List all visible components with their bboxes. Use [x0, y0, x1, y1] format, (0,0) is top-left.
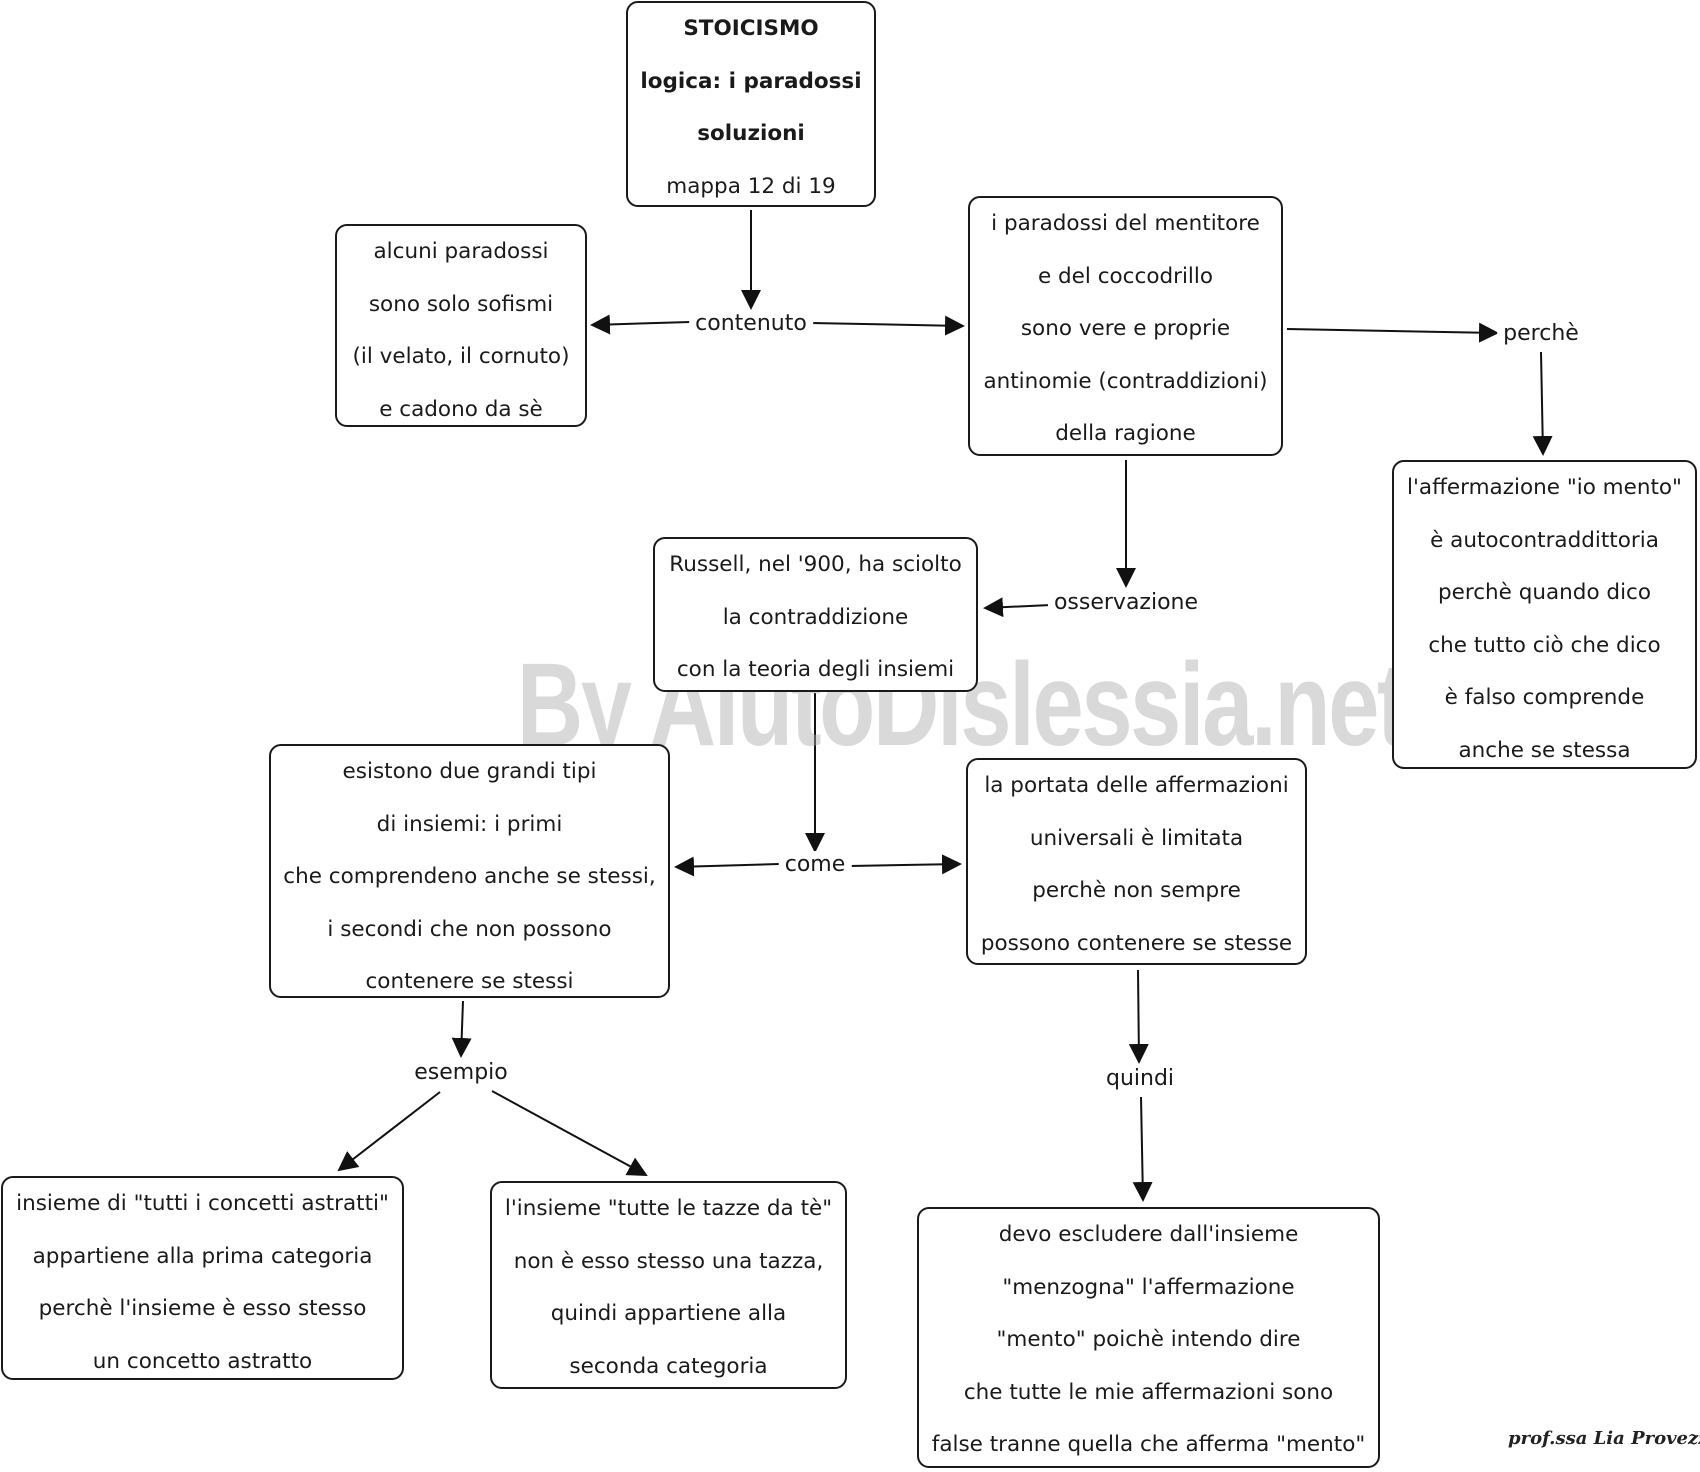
node-text: con la teoria degli insiemi: [676, 657, 955, 682]
arrow-quindi-to-menzogna: [1132, 1096, 1153, 1202]
link-label-come: come: [778, 851, 852, 879]
node-sofismi: alcuni paradossi sono solo sofismi (il v…: [335, 224, 587, 427]
node-text: antinomie (contraddizioni): [983, 368, 1268, 394]
title-box: STOICISMO logica: i paradossi soluzioni …: [626, 1, 876, 207]
node-text: perchè l'insieme è esso stesso: [38, 1296, 367, 1321]
node-antinomie: i paradossi del mentitore e del coccodri…: [968, 196, 1283, 456]
node-text: "menzogna" l'affermazione: [1002, 1274, 1295, 1300]
title-subtopic: soluzioni: [697, 121, 805, 146]
link-label-esempio: esempio: [408, 1059, 514, 1087]
arrow-contenuto-to-sofismi: [590, 314, 691, 335]
link-label-perche: perchè: [1497, 320, 1585, 348]
node-text: la contraddizione: [722, 604, 909, 630]
node-text: seconda categoria: [569, 1353, 768, 1379]
title-topic: logica: i paradossi: [640, 68, 862, 94]
node-text: possono contenere se stesse: [980, 930, 1293, 956]
node-russell: Russell, nel '900, ha sciolto la contrad…: [653, 537, 978, 692]
node-text: false tranne quella che afferma "mento": [931, 1432, 1366, 1457]
node-text: "mento" poichè intendo dire: [996, 1327, 1301, 1352]
node-text: e cadono da sè: [379, 396, 543, 422]
node-text: e del coccodrillo: [1037, 263, 1214, 289]
node-text: insieme di "tutti i concetti astratti": [16, 1191, 389, 1216]
node-text: un concetto astratto: [92, 1348, 313, 1374]
node-text: sono vere e proprie: [1020, 316, 1231, 341]
link-label-contenuto: contenuto: [689, 310, 813, 338]
arrow-due-tipi-to-esempio: [451, 1000, 472, 1058]
link-label-quindi: quindi: [1099, 1065, 1181, 1093]
arrow-esempio-to-concetti: [337, 1091, 441, 1172]
node-text: quindi appartiene alla: [550, 1301, 787, 1326]
node-text: perchè non sempre: [1032, 878, 1241, 903]
node-text: contenere se stessi: [365, 969, 574, 994]
node-text: è autocontraddittoria: [1430, 527, 1659, 553]
arrow-osservazione-to-russell: [983, 597, 1052, 618]
arrow-antinomie-to-perche: [1286, 322, 1499, 343]
node-text: devo escludere dall'insieme: [998, 1222, 1299, 1247]
node-text: anche se stessa: [1458, 737, 1631, 763]
arrow-come-to-due-tipi: [674, 856, 780, 877]
title-map-number: mappa 12 di 19: [666, 173, 836, 199]
node-text: che comprendeno anche se stessi,: [283, 864, 656, 889]
node-text: Russell, nel '900, ha sciolto: [669, 552, 962, 577]
node-tazze: l'insieme "tutte le tazze da tè" non è e…: [490, 1181, 847, 1389]
node-text: appartiene alla prima categoria: [32, 1243, 373, 1269]
link-label-osservazione: osservazione: [1047, 589, 1205, 617]
node-text: i secondi che non possono: [327, 916, 612, 942]
arrow-contenuto-to-antinomie: [810, 315, 965, 336]
node-text: che tutto ciò che dico: [1428, 632, 1661, 658]
node-text: è falso comprende: [1444, 685, 1645, 710]
node-text: l'affermazione "io mento": [1407, 475, 1682, 500]
node-text: i paradossi del mentitore: [991, 211, 1260, 236]
node-text: l'insieme "tutte le tazze da tè": [504, 1196, 833, 1221]
arrow-portata-to-quindi: [1128, 969, 1149, 1064]
arrow-perche-to-io-mento: [1532, 351, 1553, 456]
node-text: la portata delle affermazioni: [984, 773, 1289, 798]
arrow-come-to-portata: [849, 854, 962, 875]
author-signature: prof.ssa Lia Provezza: [1508, 1428, 1700, 1449]
title-main: STOICISMO: [683, 16, 819, 41]
node-due-tipi: esistono due grandi tipi di insiemi: i p…: [269, 744, 670, 998]
node-menzogna: devo escludere dall'insieme "menzogna" l…: [917, 1207, 1380, 1468]
node-text: alcuni paradossi: [373, 239, 549, 264]
node-text: esistono due grandi tipi: [342, 759, 597, 784]
node-text: di insiemi: i primi: [376, 811, 563, 837]
node-text: della ragione: [1055, 421, 1196, 446]
node-text: (il velato, il cornuto): [352, 344, 570, 369]
node-text: perchè quando dico: [1437, 580, 1652, 605]
node-portata: la portata delle affermazioni universali…: [966, 758, 1307, 965]
node-text: sono solo sofismi: [368, 291, 554, 317]
node-text: universali è limitata: [1029, 825, 1244, 851]
arrow-esempio-to-tazze: [491, 1090, 648, 1176]
node-io-mento: l'affermazione "io mento" è autocontradd…: [1392, 460, 1697, 769]
node-text: che tutte le mie affermazioni sono: [963, 1379, 1334, 1405]
node-concetti-astratti: insieme di "tutti i concetti astratti" a…: [1, 1176, 404, 1380]
node-text: non è esso stesso una tazza,: [513, 1248, 824, 1274]
